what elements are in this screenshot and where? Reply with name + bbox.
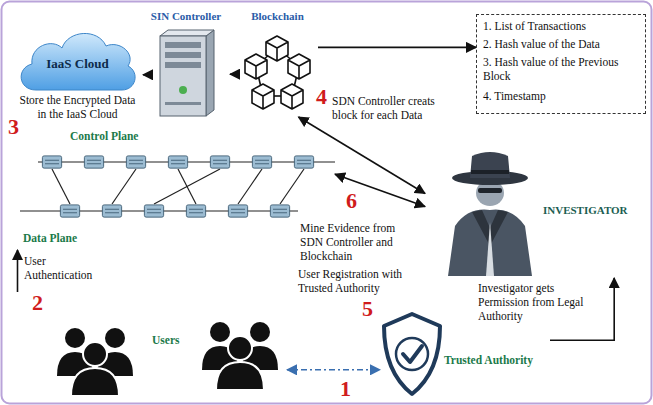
block-contents-box: 1. List of Transactions 2. Hash value of …: [476, 14, 646, 114]
step-note: User Authentication: [24, 255, 96, 283]
connector-arrow: [550, 278, 614, 340]
blockchain-node: Blockchain: [240, 10, 318, 117]
shield-icon: [384, 314, 440, 394]
step-note: Mine Evidence from SDN Controller and Bl…: [300, 222, 415, 263]
node-label: 1. List of Transactions: [483, 20, 641, 34]
users-icons: [57, 322, 278, 396]
server-icon: [160, 30, 214, 116]
blockchain-icon: [245, 36, 310, 109]
trusted-authority-node: Trusted Authority: [380, 308, 550, 400]
controller-node: SIN Controller: [145, 10, 230, 118]
node-label: INVESTIGATOR: [543, 204, 628, 217]
callout-number: 4: [316, 86, 327, 108]
connector-arrow: [318, 47, 476, 49]
investigator-node: INVESTIGATOR: [425, 148, 640, 278]
callout-number: 3: [8, 116, 19, 138]
connector-arrow: [299, 117, 426, 194]
callout-number: 5: [362, 298, 373, 320]
node-label: 3. Hash value of the Previous Block: [483, 56, 641, 84]
node-label: Control Plane: [70, 130, 138, 144]
connector-arrow: [143, 74, 145, 76]
callout-number: 2: [32, 292, 43, 314]
network-switches: [20, 156, 335, 217]
node-label: Users: [152, 334, 179, 348]
data-plane: Data Plane: [15, 196, 298, 250]
node-label: 2. Hash value of the Data: [483, 38, 641, 52]
step-note: User Registration with Trusted Authority: [298, 268, 408, 296]
step-note: SDN Controller creats block for each Dat…: [332, 95, 442, 123]
cloud-node: IaaS CloudStore the Encrypted Data in th…: [15, 22, 143, 125]
users-node: Users: [12, 292, 287, 400]
connector-arrow: [230, 73, 240, 75]
callout-number: 6: [346, 190, 357, 212]
node-label: Blockchain: [240, 10, 315, 23]
connector-arrow: [287, 369, 380, 371]
node-label: SIN Controller: [145, 10, 227, 23]
control-plane: Control Plane: [38, 130, 335, 182]
connector-arrow: [17, 250, 19, 292]
step-note: Investigator gets Permission from Legal …: [478, 282, 606, 323]
callout-number: 1: [340, 378, 351, 400]
node-label: 4. Timestamp: [483, 90, 641, 104]
node-label: IaaS Cloud: [15, 56, 140, 72]
node-label: Store the Encrypted Data in the IaaS Clo…: [15, 94, 140, 122]
node-label: Data Plane: [23, 232, 77, 246]
node-label: Trusted Authority: [444, 354, 533, 368]
investigator-figure: [448, 152, 532, 276]
